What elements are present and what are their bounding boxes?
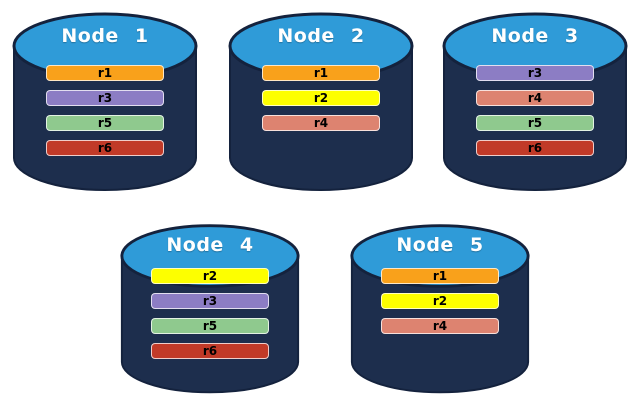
partition-bar: r1 [381,268,499,284]
partition-bar: r5 [46,115,164,131]
partition-bar: r6 [476,140,594,156]
partition-bar: r6 [46,140,164,156]
partition-bar: r2 [262,90,380,106]
partition-bar: r4 [476,90,594,106]
node-cylinder: Node 3 r3 r4 r5 r6 [440,8,630,196]
node-title: Node 1 [61,25,149,47]
node-cylinder: Node 5 r1 r2 r4 [348,220,532,398]
partition-bar: r5 [151,318,269,334]
node-cylinder: Node 1 r1 r3 r5 r6 [10,8,200,196]
partition-bar: r6 [151,343,269,359]
node-cylinder: Node 2 r1 r2 r4 [226,8,416,196]
partition-bar: r4 [381,318,499,334]
partition-bar: r3 [151,293,269,309]
node-title: Node 3 [491,25,579,47]
partition-list: r3 r4 r5 r6 [440,65,630,156]
partition-bar: r5 [476,115,594,131]
node-cylinder: Node 4 r2 r3 r5 r6 [118,220,302,398]
partition-list: r1 r2 r4 [226,65,416,131]
partition-bar: r1 [46,65,164,81]
partition-bar: r3 [46,90,164,106]
partition-bar: r4 [262,115,380,131]
partition-list: r2 r3 r5 r6 [118,268,302,359]
partition-bar: r1 [262,65,380,81]
partition-bar: r2 [151,268,269,284]
node-title: Node 4 [166,234,254,256]
partition-list: r1 r2 r4 [348,268,532,334]
node-title: Node 2 [277,25,365,47]
partition-list: r1 r3 r5 r6 [10,65,200,156]
partition-bar: r2 [381,293,499,309]
node-title: Node 5 [396,234,484,256]
partition-bar: r3 [476,65,594,81]
